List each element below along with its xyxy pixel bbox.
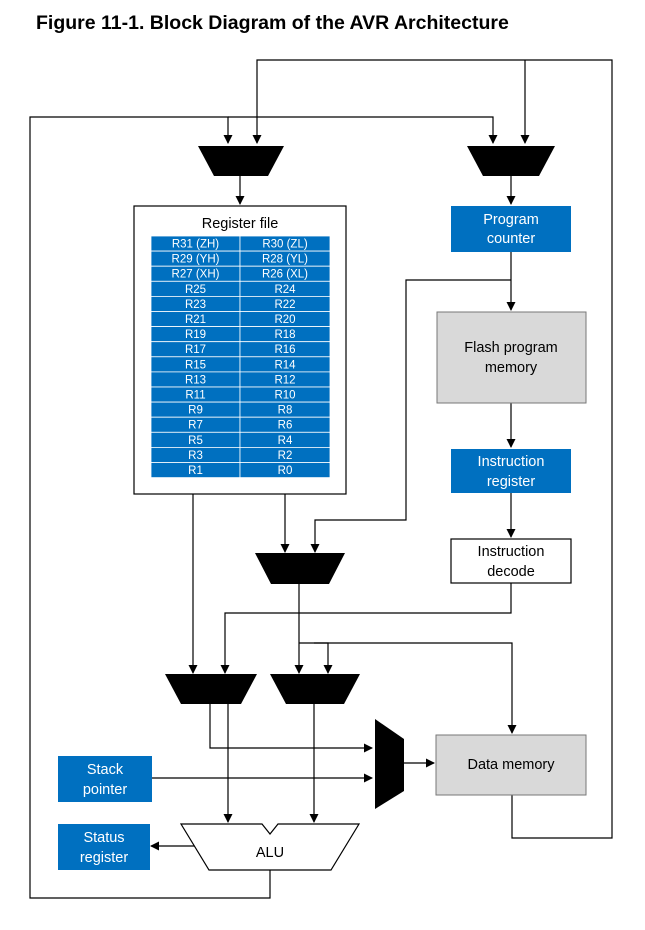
- register-file: Register file R31 (ZH) R30 (ZL) R29 (YH) R2…: [133, 205, 347, 495]
- register-label: R26 (XL): [262, 269, 308, 281]
- register-label: R9: [188, 405, 203, 417]
- status-register-line2: register: [80, 850, 129, 866]
- register-label: R19: [185, 329, 206, 341]
- register-label: R17: [185, 344, 206, 356]
- wire-mid-to-datamem: [314, 642, 517, 734]
- mux-program-counter: [467, 146, 555, 176]
- mux-alu-left: [165, 674, 257, 704]
- stack-pointer-line2: pointer: [83, 782, 128, 798]
- wire-leftmux-to-datamux: [209, 704, 373, 753]
- mux-alu-right: [270, 674, 360, 704]
- instruction-decode-block: Instruction decode: [450, 538, 572, 584]
- instruction-decode-line1: Instruction: [478, 544, 545, 560]
- register-label: R23: [185, 299, 206, 311]
- flash-memory-line1: Flash program: [464, 340, 557, 356]
- register-label: R31 (ZH): [172, 239, 219, 251]
- register-label: R18: [274, 329, 295, 341]
- figure-title: Figure 11-1. Block Diagram of the AVR Ar…: [36, 12, 509, 34]
- data-memory-block: Data memory: [435, 734, 587, 796]
- multiplexers: [165, 146, 555, 809]
- register-label: R11: [185, 390, 205, 402]
- mux-register-file: [198, 146, 284, 176]
- register-label: R20: [274, 314, 295, 326]
- alu-block: ALU: [179, 823, 361, 871]
- status-register-block: Status register: [58, 824, 150, 870]
- wire-alu-loop-to-pc-mux: [228, 116, 498, 144]
- register-label: R16: [274, 344, 295, 356]
- register-label: R0: [278, 465, 293, 477]
- register-label: R29 (YH): [172, 254, 220, 266]
- register-label: R8: [278, 405, 293, 417]
- status-register-line1: Status: [83, 830, 124, 846]
- register-label: R15: [185, 359, 206, 371]
- program-counter-line2: counter: [487, 231, 536, 247]
- register-label: R14: [274, 359, 296, 371]
- register-label: R30 (ZL): [262, 239, 308, 251]
- flash-memory-block: Flash program memory: [436, 311, 587, 404]
- register-label: R21: [185, 314, 206, 326]
- flash-memory-line2: memory: [485, 360, 538, 376]
- register-label: R22: [274, 299, 295, 311]
- program-counter-block: Program counter: [451, 206, 571, 252]
- register-label: R6: [278, 420, 293, 432]
- register-label: R13: [185, 374, 206, 386]
- register-label: R25: [185, 284, 206, 296]
- program-counter-line1: Program: [483, 212, 539, 228]
- register-label: R5: [188, 435, 203, 447]
- instruction-register-line1: Instruction: [478, 454, 545, 470]
- stack-pointer-line1: Stack: [87, 762, 124, 778]
- register-cell-bg: [239, 462, 331, 479]
- mux-data-memory: [375, 719, 404, 809]
- alu-label: ALU: [256, 845, 284, 861]
- wire-datamem-loop: [252, 59, 613, 839]
- register-label: R7: [188, 420, 203, 432]
- register-label: R2: [278, 450, 293, 462]
- register-label: R1: [188, 465, 203, 477]
- wire-mid-mux-branch: [299, 642, 333, 674]
- instruction-decode-line2: decode: [487, 564, 535, 580]
- stack-pointer-block: Stack pointer: [58, 756, 152, 802]
- wire-decode-to-mux: [220, 583, 512, 674]
- register-label: R27 (XH): [172, 269, 220, 281]
- instruction-register-block: Instruction register: [451, 449, 571, 493]
- register-label: R28 (YL): [262, 254, 308, 266]
- register-file-title: Register file: [202, 216, 279, 232]
- register-label: R3: [188, 450, 203, 462]
- instruction-register-line2: register: [487, 474, 536, 490]
- register-label: R10: [274, 390, 295, 402]
- data-memory-label: Data memory: [467, 757, 555, 773]
- wire-alu-loop: [29, 116, 271, 899]
- wire-pc-to-mid-mux: [310, 279, 511, 553]
- register-label: R12: [274, 374, 295, 386]
- mux-middle: [255, 553, 345, 584]
- register-label: R24: [274, 284, 296, 296]
- register-rows: R31 (ZH) R30 (ZL) R29 (YH) R28 (YL) R27 (XH)…: [150, 235, 331, 479]
- connection-lines: [29, 59, 613, 899]
- register-label: R4: [278, 435, 293, 447]
